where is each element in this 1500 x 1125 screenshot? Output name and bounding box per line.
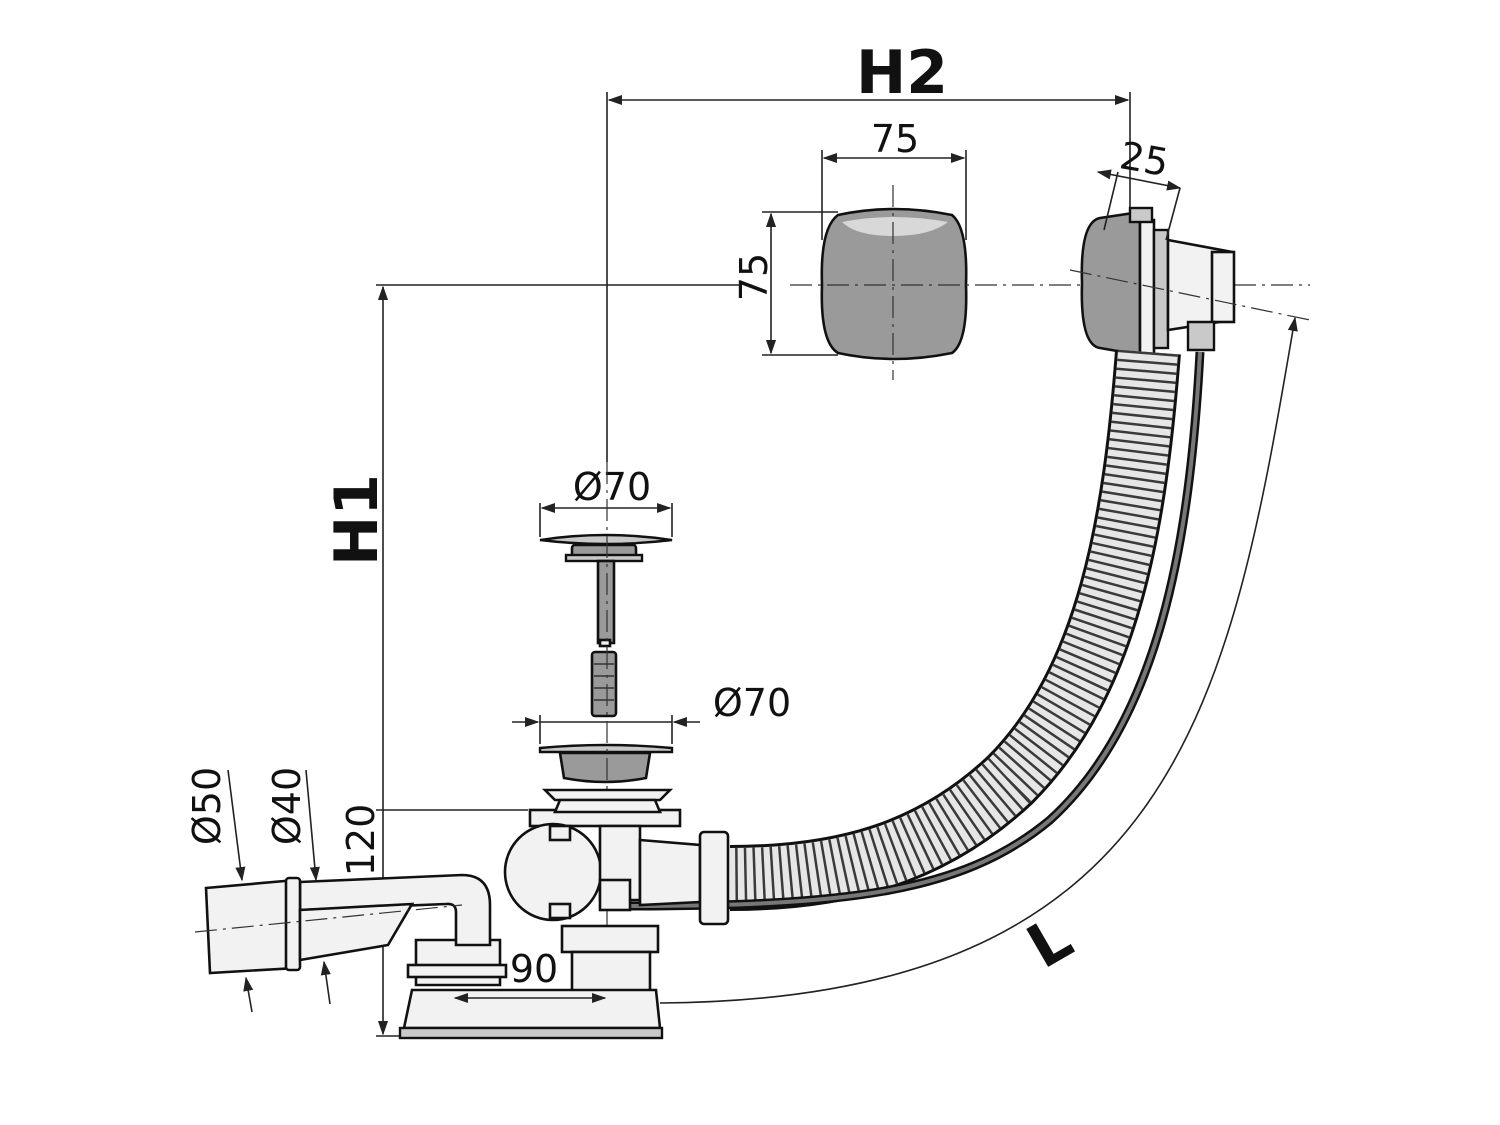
overflow-cap: [790, 185, 1310, 380]
outlet-pipe: [194, 873, 492, 975]
cap-width-dimension: 75: [821, 117, 967, 240]
outlet-40-label: Ø40: [265, 767, 309, 845]
h1-label: H1: [322, 474, 392, 566]
h2-dimension: H2: [606, 38, 1131, 462]
cap-height-dimension: 75: [732, 211, 838, 356]
trap-offset-dimension: 90: [453, 947, 607, 1004]
trap-assembly: [398, 788, 730, 1040]
h1-dimension: H1: [322, 284, 740, 1037]
outlet-50-dimension: Ø50: [185, 767, 254, 1013]
overflow-depth-label: 25: [1117, 133, 1172, 185]
overflow-body: [1069, 206, 1311, 358]
outlet-40-dimension: Ø40: [265, 767, 331, 1005]
cap-width-label: 75: [871, 117, 919, 161]
trap-height-dimension: 120: [339, 804, 528, 877]
trap-offset-label: 90: [510, 947, 558, 991]
l-label: L: [1016, 903, 1084, 983]
h2-label: H2: [856, 38, 948, 108]
plug-diameter-label: Ø70: [573, 465, 651, 509]
trap-height-label: 120: [339, 804, 383, 877]
overflow-depth-dimension: 25: [1096, 133, 1182, 241]
outlet-50-label: Ø50: [185, 767, 229, 845]
waste-diameter-label: Ø70: [713, 681, 791, 725]
plug: Ø70: [539, 465, 673, 718]
cap-height-label: 75: [732, 253, 776, 301]
corrugated-hose: [619, 349, 1205, 911]
